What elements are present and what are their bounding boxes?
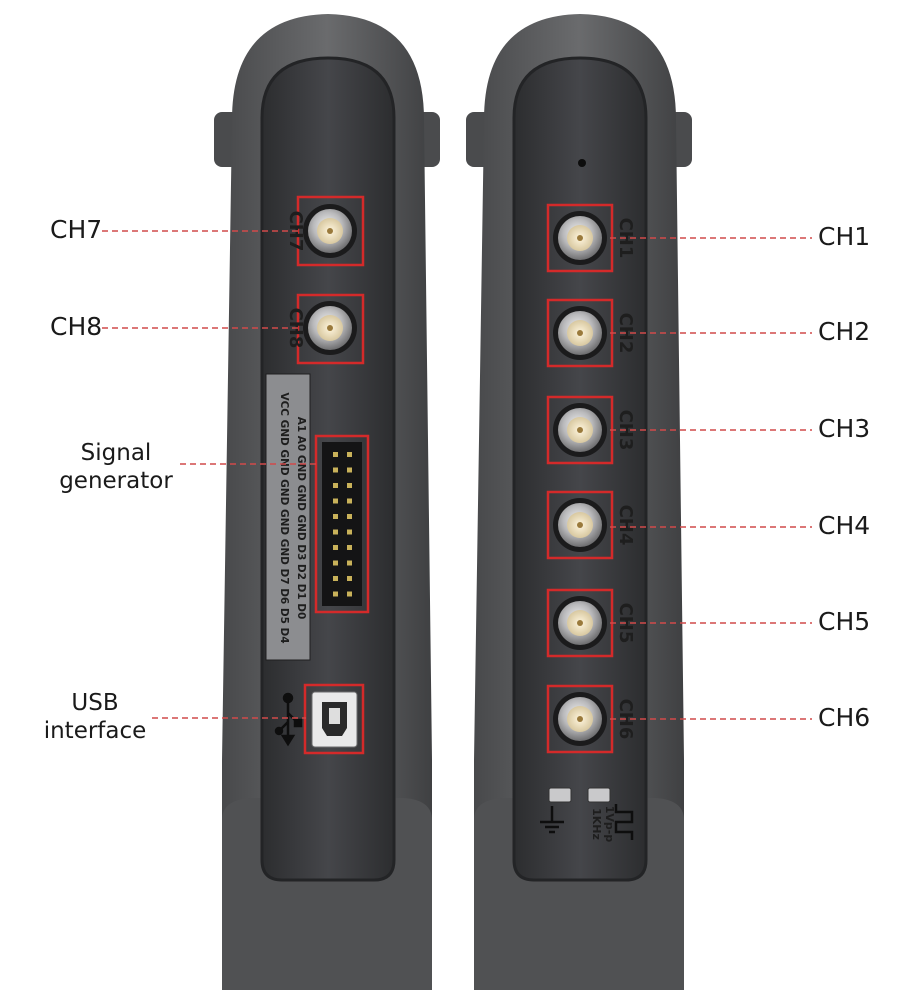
header-pins [333,452,352,597]
callout-ch2: CH2 [818,317,871,346]
ground-terminal[interactable] [548,787,572,803]
pin-label-row-1: VCC GND GND GND GND GND D7 D6 D5 D4 [278,392,290,643]
callout-usb-interface-line1: USB [71,690,119,716]
header-pin [347,483,352,488]
callout-signal-generator-line2: generator [59,467,173,494]
calibration-terminal[interactable] [587,787,611,803]
indicator-hole [578,159,586,167]
header-pin [347,529,352,535]
header-pin [333,560,338,566]
bnc-port-ch6[interactable] [546,684,614,754]
header-pin [333,591,338,597]
callout-signal-generator-line1: Signal [80,440,152,466]
header-pin [333,529,338,535]
bnc-port-ch1[interactable] [546,203,614,273]
leader-lines [102,230,812,720]
callout-ch6: CH6 [818,703,871,732]
header-pin [347,545,352,550]
right-device: CH1 CH2 CH3 CH4 [466,14,692,990]
square-wave-icon [614,804,634,840]
ch4-port-label: CH4 [615,505,636,546]
bnc-port-ch2[interactable] [546,298,614,368]
signal-generator-connector[interactable] [314,434,370,614]
bnc-port-ch4[interactable] [546,490,614,560]
calibration-voltage-label: 1Vp-p [603,806,616,843]
bnc-port-ch5[interactable] [546,588,614,658]
header-pin [333,467,338,473]
ground-icon [540,806,564,834]
header-pin [333,514,338,519]
left-device: CH7 CH8 VCC GND GND GND GND GND D7 D6 D5… [214,14,440,990]
header-pin [333,498,338,504]
usb-connector[interactable] [303,683,365,755]
pin-label-row-2: A1 A0 GND GND GND D3 D2 D1 D0 [295,417,307,620]
header-pin [347,514,352,519]
header-pin [333,452,338,457]
header-pin [347,498,352,504]
bnc-port-ch7[interactable] [296,195,365,267]
header-pin [333,483,338,488]
callout-ch7: CH7 [50,215,103,244]
header-pin [347,452,352,457]
callout-ch1: CH1 [818,222,871,251]
header-pin [347,560,352,566]
bnc-port-ch3[interactable] [546,395,614,465]
calibration-frequency-label: 1KHz [590,808,603,840]
right-device-panel [512,56,648,882]
header-pin [333,576,338,581]
header-pin [347,576,352,581]
callout-ch8: CH8 [50,312,103,341]
callout-ch5: CH5 [818,607,871,636]
callout-usb-interface: USB interface [40,690,150,745]
header-pin [333,545,338,550]
callout-signal-generator: Signal generator [56,440,176,495]
callout-ch3: CH3 [818,414,871,443]
header-pin [347,467,352,473]
callout-ch4: CH4 [818,511,871,540]
callout-usb-interface-line2: interface [43,717,147,744]
usb-icon [274,692,303,747]
header-pin [347,591,352,597]
bnc-port-ch8[interactable] [296,293,365,365]
